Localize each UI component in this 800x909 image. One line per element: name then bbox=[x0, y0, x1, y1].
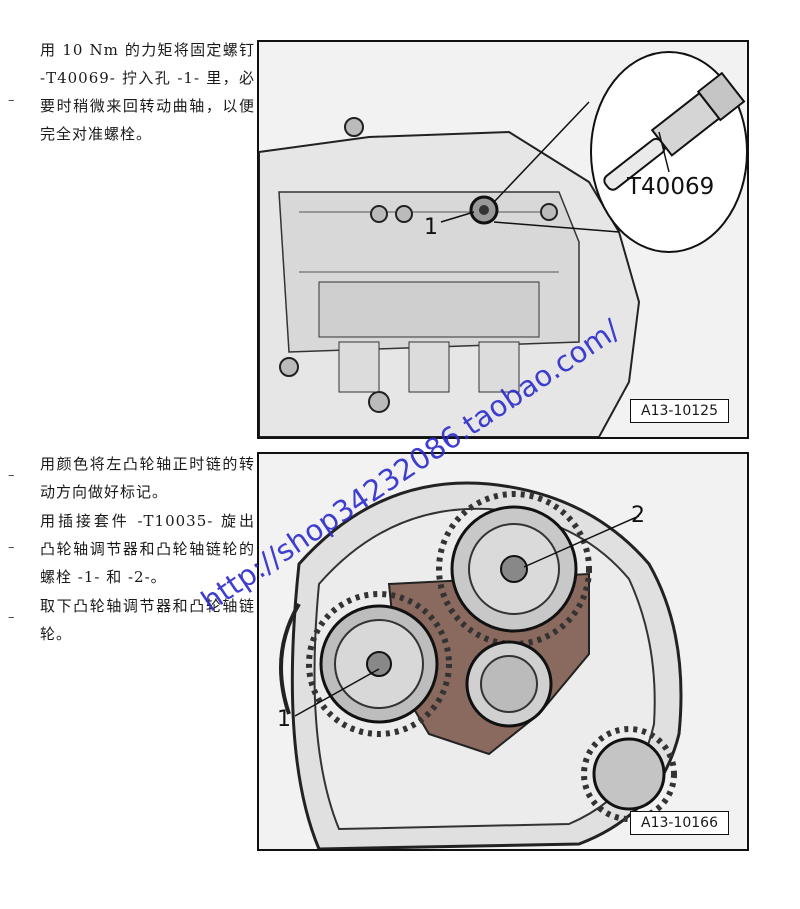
instruction-step-3: 用插接套件 -T10035- 旋出凸轮轴调节器和凸轮轴链轮的螺栓 -1- 和 -… bbox=[40, 512, 255, 586]
callout-label-2: 2 bbox=[631, 503, 645, 528]
instruction-step-2: 用颜色将左凸轮轴正时链的转动方向做好标记。 bbox=[40, 455, 255, 501]
bullet-marker: – bbox=[8, 93, 15, 108]
instruction-step-1: 用 10 Nm 的力矩将固定螺钉 -T40069- 拧入孔 -1- 里，必要时稍… bbox=[40, 41, 255, 143]
bullet-marker: – bbox=[8, 610, 15, 625]
callout-label-1: 1 bbox=[424, 215, 438, 240]
figure-id-label: A13-10125 bbox=[630, 399, 729, 423]
figure-id-label: A13-10166 bbox=[630, 811, 729, 835]
figure-camshaft-timing-chain: 2 1 A13-10166 bbox=[257, 452, 749, 851]
callout-tool-label: T40069 bbox=[626, 174, 714, 200]
callout-label-1: 1 bbox=[277, 707, 291, 732]
bullet-marker: – bbox=[8, 468, 15, 483]
figure-engine-block-bolt: T40069 1 A13-10125 bbox=[257, 40, 749, 439]
instruction-step-4: 取下凸轮轴调节器和凸轮轴链轮。 bbox=[40, 597, 255, 643]
bullet-marker: – bbox=[8, 540, 15, 555]
figure-2-drawing: 2 1 bbox=[277, 481, 683, 849]
figure-1-drawing: T40069 1 bbox=[259, 51, 747, 437]
